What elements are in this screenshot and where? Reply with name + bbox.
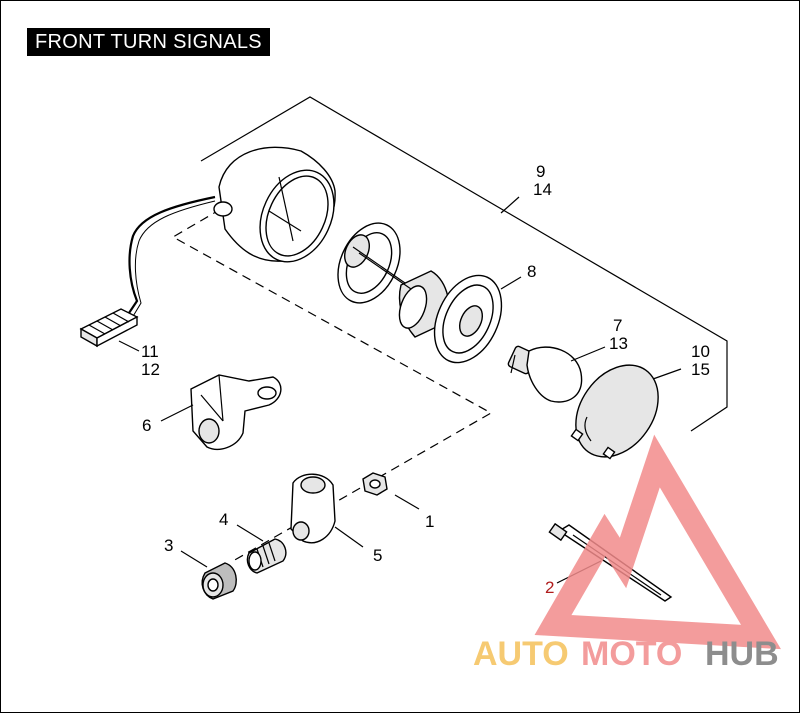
leader-line-1 bbox=[394, 494, 420, 510]
lower-clamp bbox=[290, 473, 336, 544]
wire-connector bbox=[79, 308, 139, 348]
leader-line-8 bbox=[500, 276, 522, 290]
watermark-hub-text: HUB bbox=[705, 635, 779, 673]
wire-harness bbox=[124, 195, 216, 320]
page-title: FRONT TURN SIGNALS bbox=[27, 28, 270, 56]
leader-line-5 bbox=[334, 526, 364, 548]
lamp-housing bbox=[213, 146, 336, 263]
assembly-bracket-line bbox=[200, 96, 728, 432]
set-screw bbox=[246, 538, 287, 574]
callout-8: 8 bbox=[527, 262, 536, 281]
cap-plug bbox=[201, 562, 237, 600]
callout-15: 15 bbox=[691, 360, 710, 379]
watermark-moto-text: MOTO bbox=[581, 635, 682, 673]
socket-gasket-rear bbox=[337, 222, 401, 304]
leader-line-9 bbox=[500, 196, 520, 214]
callout-1: 1 bbox=[425, 512, 434, 531]
socket-body bbox=[352, 246, 450, 338]
callout-5: 5 bbox=[373, 546, 382, 565]
callout-14: 14 bbox=[533, 180, 552, 199]
wire-harness-inner bbox=[128, 200, 216, 324]
leader-line-10 bbox=[652, 368, 682, 380]
leader-line-11 bbox=[118, 340, 140, 352]
watermark-triangle bbox=[534, 434, 781, 650]
watermark-logo: AUTO MOTO HUB bbox=[473, 434, 781, 673]
callout-7: 7 bbox=[613, 316, 622, 335]
socket-gasket-front bbox=[433, 274, 503, 364]
callout-6: 6 bbox=[142, 416, 151, 435]
callout-3: 3 bbox=[164, 536, 173, 555]
lamp-bulb bbox=[507, 345, 583, 403]
hex-nut bbox=[362, 472, 388, 496]
upper-mount-bracket bbox=[190, 374, 282, 451]
callout-11: 11 bbox=[141, 342, 159, 361]
leader-line-6 bbox=[160, 404, 194, 422]
leader-line-4 bbox=[236, 524, 264, 542]
callout-13: 13 bbox=[609, 334, 628, 353]
leader-line-3 bbox=[180, 550, 208, 568]
callout-4: 4 bbox=[219, 510, 228, 529]
watermark-auto-text: AUTO bbox=[473, 635, 569, 673]
lamp-lens bbox=[570, 364, 659, 460]
callout-2: 2 bbox=[545, 578, 554, 597]
callout-10: 10 bbox=[691, 342, 710, 361]
callout-9: 9 bbox=[536, 162, 545, 181]
leader-line-7 bbox=[570, 346, 606, 362]
callout-12: 12 bbox=[141, 360, 160, 379]
